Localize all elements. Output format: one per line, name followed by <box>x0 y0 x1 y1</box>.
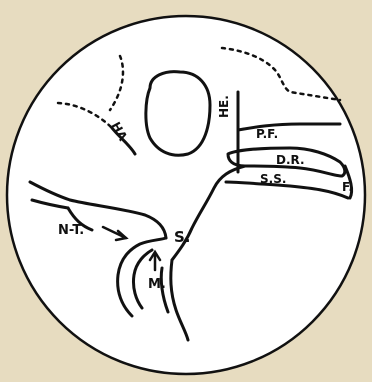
label-nt: N-T. <box>58 224 84 237</box>
label-ss: S.S. <box>260 173 286 185</box>
label-f: F. <box>342 181 353 193</box>
label-m: M. <box>148 278 166 291</box>
label-s: S. <box>174 230 191 245</box>
label-pf: P.F. <box>256 128 278 140</box>
label-dr: D.R. <box>276 154 305 166</box>
label-he: HE. <box>218 95 230 118</box>
